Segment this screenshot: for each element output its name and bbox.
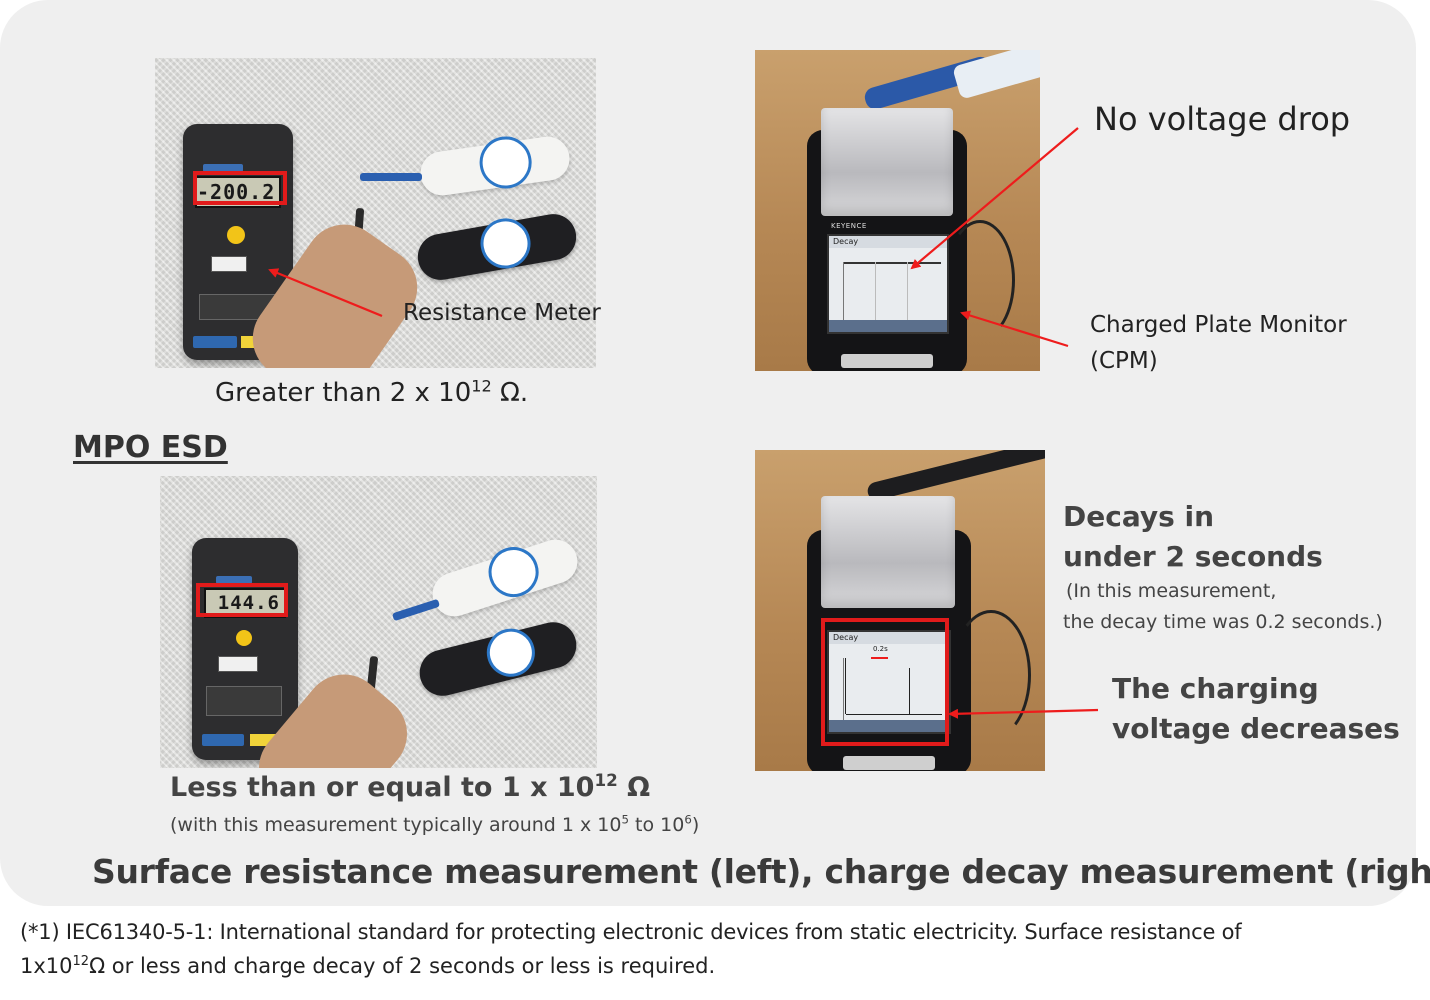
- label-cpm-line2: (CPM): [1090, 348, 1158, 374]
- photo-resistance-high: -200.2: [155, 58, 596, 368]
- meter-reading-highlight: [193, 171, 287, 205]
- one-click-cleaner-white: [426, 533, 584, 623]
- one-click-cleaner-black: [414, 617, 582, 701]
- label-charging-line1: The charging: [1112, 672, 1319, 705]
- label-decay-note2: the decay time was 0.2 seconds.): [1063, 611, 1383, 633]
- typical-range-text: (with this measurement typically around …: [170, 814, 622, 836]
- footnote-line1: (*1) IEC61340-5-1: International standar…: [20, 920, 1242, 944]
- less-equal-exponent: 12: [594, 770, 618, 790]
- label-typical-range: (with this measurement typically around …: [170, 814, 699, 836]
- label-no-voltage-drop: No voltage drop: [1094, 100, 1351, 138]
- label-cpm-line1: Charged Plate Monitor: [1090, 312, 1347, 338]
- cpm-device: KEYENCE Decay: [807, 108, 967, 371]
- screen-title: Decay: [833, 237, 859, 246]
- typical-exponent-high: 6: [684, 812, 692, 827]
- cpm-brand-label: KEYENCE: [831, 222, 867, 230]
- label-less-equal: Less than or equal to 1 x 1012 Ω: [170, 772, 650, 803]
- photo-cpm-decay: Decay 0.2s: [755, 450, 1045, 771]
- meter-reading: 144.6: [217, 592, 280, 614]
- cpm-screen: Decay 0.2s: [827, 630, 951, 734]
- figure-caption: Surface resistance measurement (left), c…: [92, 852, 1430, 891]
- cpm-screen-highlight: [821, 618, 949, 746]
- footnote-exponent: 12: [72, 954, 90, 969]
- less-equal-unit: Ω: [617, 772, 651, 803]
- photo-resistance-low: 144.6: [160, 476, 597, 768]
- label-resistance-meter: Resistance Meter: [403, 300, 601, 326]
- footnote-prefix: 1x10: [20, 954, 73, 978]
- cpm-screen: Decay: [827, 234, 949, 334]
- greater-than-exponent: 12: [471, 376, 492, 396]
- charged-plate: [821, 108, 953, 216]
- meter-reading-highlight: [196, 583, 288, 617]
- label-greater-than: Greater than 2 x 1012 Ω.: [215, 378, 528, 408]
- meter-reading: -200.2: [197, 180, 276, 204]
- footnote-line2: 1x1012Ω or less and charge decay of 2 se…: [20, 954, 715, 978]
- footnote-suffix: Ω or less and charge decay of 2 seconds …: [89, 954, 716, 978]
- one-click-cleaner-black: [414, 210, 580, 284]
- label-decay-note1: (In this measurement,: [1066, 580, 1277, 602]
- less-equal-text: Less than or equal to 1 x 10: [170, 772, 595, 803]
- screen-title: Decay: [833, 633, 859, 642]
- typical-exponent-low: 5: [621, 812, 629, 827]
- greater-than-text: Greater than 2 x 10: [215, 378, 472, 408]
- photo-cpm-no-drop: KEYENCE Decay: [755, 50, 1040, 371]
- cpm-device: Decay 0.2s: [807, 496, 971, 771]
- typical-range-mid: to 10: [628, 814, 685, 836]
- greater-than-unit: Ω.: [491, 378, 529, 408]
- typical-range-close: ): [691, 814, 700, 836]
- decay-time-readout: 0.2s: [873, 645, 888, 653]
- label-decays-line1: Decays in: [1063, 500, 1215, 533]
- label-decays-line2: under 2 seconds: [1063, 540, 1323, 573]
- label-mpo-esd: MPO ESD: [73, 430, 228, 465]
- charged-plate: [821, 496, 955, 608]
- label-charging-line2: voltage decreases: [1112, 712, 1400, 745]
- one-click-cleaner-white: [417, 133, 573, 199]
